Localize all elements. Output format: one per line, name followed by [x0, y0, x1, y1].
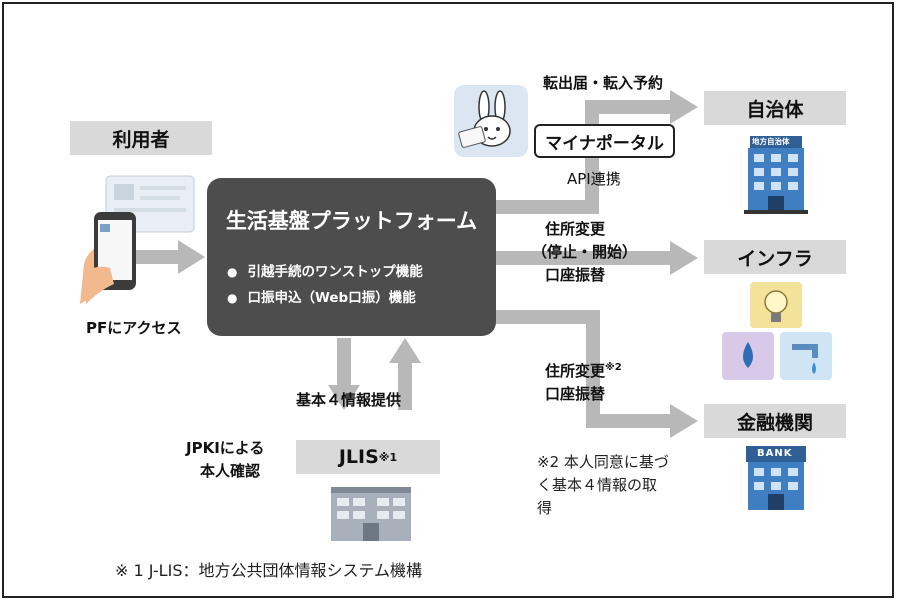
office-building-icon: [331, 487, 411, 541]
finance-flow-line1-text: 住所変更: [545, 362, 606, 380]
city-hall-building-icon: [744, 136, 808, 214]
note2-line2: く基本４情報の取: [537, 476, 658, 494]
platform-feature: 引越手続のワンストップ機能: [227, 260, 422, 280]
jlis-flow-caption: 基本４情報提供: [296, 391, 402, 409]
rabbit-mascot-icon: [454, 85, 528, 157]
platform-feature: 口振申込（Web口振）機能: [227, 286, 423, 306]
api-caption: API連携: [567, 170, 621, 188]
note2-line3: 得: [537, 499, 553, 517]
platform-title: 生活基盤プラットフォーム: [225, 209, 478, 233]
diagram-frame: [2, 2, 894, 598]
arrow-to-infra: [496, 241, 698, 275]
myna-flow-caption: 転出届・転入予約: [543, 74, 664, 92]
note1: ※ 1 J-LIS：地方公共団体情報システム機構: [115, 561, 422, 580]
infra-flow-line3: 口座振替: [545, 266, 606, 284]
user-label: 利用者: [70, 121, 212, 155]
jlis-label-text: JLIS: [338, 446, 379, 468]
infra-flow-line1: 住所変更: [545, 220, 606, 238]
smartphone-hand-icon: [80, 175, 195, 304]
jlis-label: JLIS※1: [296, 440, 440, 474]
jpki-caption-line1: JPKIによる: [186, 439, 265, 457]
jpki-caption-line2: 本人確認: [200, 462, 261, 480]
infra-label: インフラ: [704, 240, 846, 274]
arrow-to-finance: [496, 310, 698, 438]
local-gov-label: 自治体: [704, 91, 846, 125]
arrow-jlis-to-platform: [389, 338, 421, 410]
platform-feature-list: 引越手続のワンストップ機能 口振申込（Web口振）機能: [227, 260, 423, 312]
city-hall-sign: 地方自治体: [752, 137, 790, 146]
arrow-platform-to-jlis: [328, 338, 360, 410]
jlis-label-sup: ※1: [378, 450, 398, 464]
finance-flow-line1: 住所変更※2: [545, 360, 622, 381]
platform-box: 生活基盤プラットフォーム 引越手続のワンストップ機能 口振申込（Web口振）機能: [207, 178, 496, 336]
utilities-icons: [722, 282, 832, 380]
finance-label: 金融機関: [704, 404, 846, 438]
infra-flow-line2: （停止・開始）: [532, 243, 638, 261]
myna-portal-box: マイナポータル: [534, 124, 675, 158]
user-caption: PFにアクセス: [86, 319, 182, 337]
finance-flow-line2: 口座振替: [545, 385, 606, 403]
bank-sign: BANK: [757, 448, 793, 459]
note2-line1: ※2 本人同意に基づ: [537, 453, 669, 471]
arrow-user-to-platform: [135, 240, 205, 274]
bank-building-icon: [746, 446, 806, 510]
finance-flow-sup: ※2: [605, 362, 622, 373]
